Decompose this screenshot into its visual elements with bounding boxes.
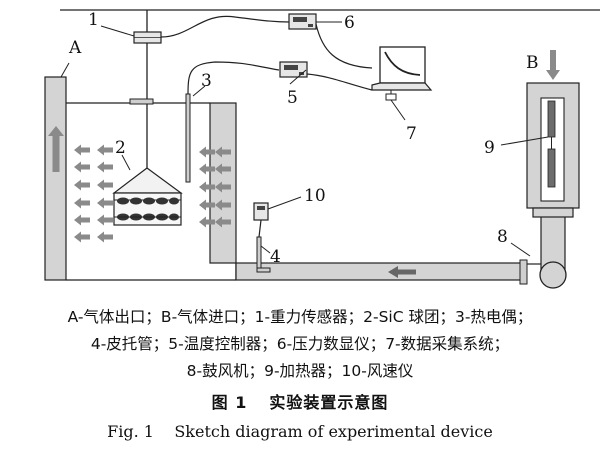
duct-flow-arrow (388, 266, 416, 278)
sensor-cable (160, 15, 290, 38)
figure-title-cn: 图 1 实验装置示意图 (0, 389, 600, 413)
arrow-icon (48, 126, 64, 172)
legend-line-1: A-气体出口；B-气体进口；1-重力传感器；2-SiC 球团；3-热电偶； (67, 308, 533, 326)
label-a: A (68, 38, 82, 58)
anemometer (253, 202, 269, 238)
figure-name-cn: 实验装置示意图 (269, 393, 389, 412)
label-9: 9 (484, 138, 495, 158)
gas-outlet-wall-a (44, 76, 67, 281)
legend-line-3: 8-鼓风机；9-加热器；10-风速仪 (186, 362, 414, 380)
blower (527, 214, 567, 289)
controller-cable (306, 73, 373, 91)
label-b: B (526, 53, 539, 73)
label-6: 6 (344, 13, 355, 33)
thermocouple (185, 61, 280, 183)
laptop-icon (371, 46, 433, 101)
label-10: 10 (304, 186, 326, 206)
experimental-device-diagram: A B 1 2 3 4 5 6 7 8 9 10 (44, 9, 600, 289)
label-8: 8 (497, 227, 508, 247)
label-3: 3 (201, 71, 212, 91)
sic-pellet-basket (112, 167, 183, 226)
display-cable (315, 23, 373, 69)
figure-number-cn: 图 1 (211, 393, 248, 412)
arrow-icon (388, 266, 416, 278)
label-1: 1 (88, 10, 99, 30)
figure-title-en: Fig. 1 Sketch diagram of experimental de… (107, 422, 493, 441)
temperature-controller (279, 61, 308, 78)
label-7: 7 (406, 124, 417, 144)
fan-icon (539, 261, 567, 289)
label-4: 4 (270, 247, 281, 267)
legend-line-2: 4-皮托管；5-温度控制器；6-压力数显仪；7-数据采集系统； (90, 335, 510, 353)
air-duct (235, 259, 528, 285)
label-5: 5 (287, 88, 298, 108)
pressure-display (288, 13, 317, 30)
gas-inlet-heater-b (526, 50, 580, 218)
label-2: 2 (115, 138, 126, 158)
arrow-icon (546, 50, 560, 80)
outlet-flow-arrows (48, 126, 113, 243)
heater-icon (547, 100, 556, 188)
leader-lines (60, 21, 549, 257)
data-acquisition-laptop (371, 46, 433, 101)
